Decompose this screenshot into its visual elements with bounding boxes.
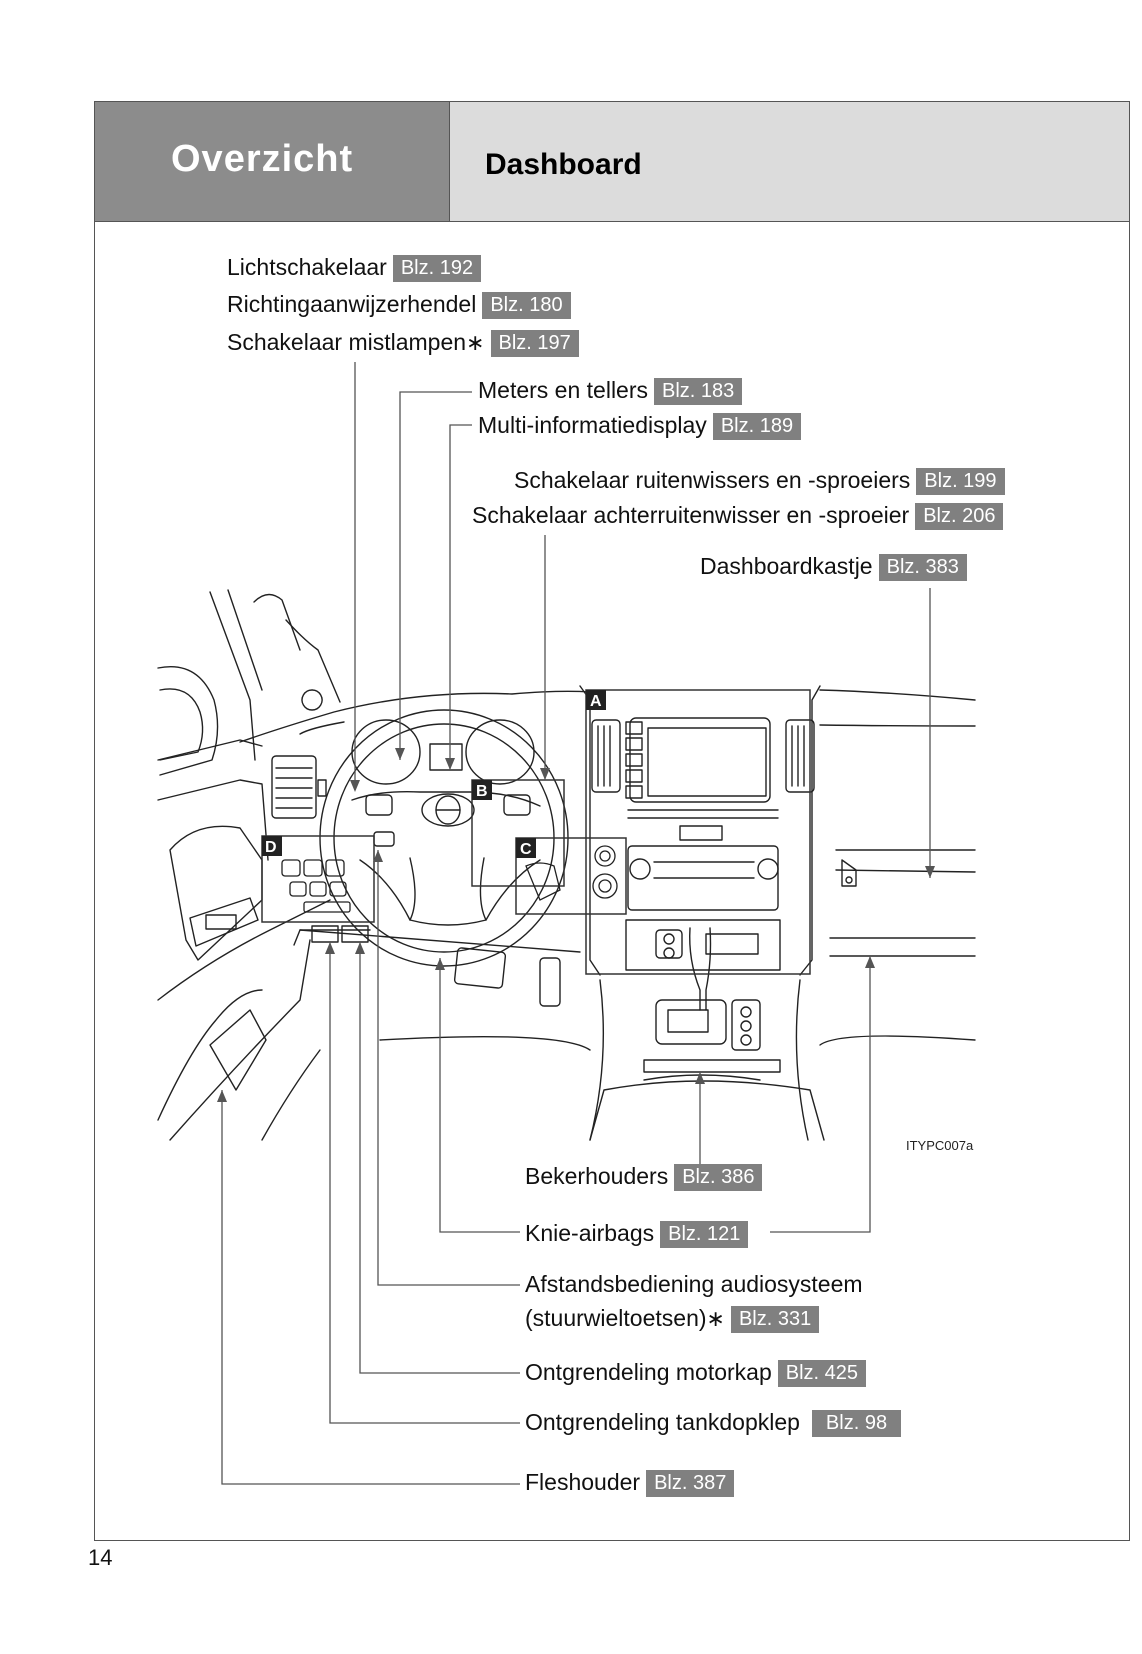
label-text: Ontgrendeling motorkap [525, 1359, 772, 1385]
label-text: Richtingaanwijzerhendel [227, 291, 477, 317]
page-ref[interactable]: Blz. 199 [916, 468, 1005, 495]
label-text: Schakelaar mistlampen [227, 329, 467, 355]
label-text: Dashboardkastje [700, 553, 873, 579]
label-text: Lichtschakelaar [227, 254, 387, 280]
section-title: Overzicht [171, 138, 354, 180]
label-achterruitenwisser: Schakelaar achterruitenwisser en -sproei… [472, 501, 1004, 530]
asterisk-mark: ∗ [466, 330, 485, 355]
page-ref[interactable]: Blz. 183 [654, 378, 743, 405]
page-ref[interactable]: Blz. 192 [392, 255, 482, 282]
page-ref[interactable]: Blz. 121 [660, 1221, 749, 1248]
page-ref[interactable]: Blz. 386 [674, 1164, 763, 1191]
page-ref[interactable]: Blz. 206 [915, 503, 1004, 530]
page-ref[interactable]: Blz. 331 [730, 1306, 820, 1333]
page-number: 14 [88, 1545, 113, 1570]
label-text: (stuurwieltoetsen) [525, 1305, 707, 1331]
image-code: ITYPC007a [906, 1138, 974, 1153]
page-ref[interactable]: Blz. 425 [777, 1360, 867, 1387]
label-text: Schakelaar achterruitenwisser en -sproei… [472, 502, 910, 528]
page-title: Dashboard [485, 148, 642, 181]
section-header: Overzicht [94, 101, 450, 222]
page-ref[interactable]: Blz. 189 [712, 413, 802, 440]
label-text: Fleshouder [525, 1469, 641, 1495]
label-text: Ontgrendeling tankdopklep [525, 1409, 800, 1435]
page-header: Dashboard [450, 101, 1130, 222]
marker-d: D [265, 839, 277, 856]
label-text: Meters en tellers [478, 377, 649, 403]
page-ref[interactable]: Blz. 387 [646, 1470, 735, 1497]
label-tankdopklep: Ontgrendeling tankdopklep Blz. 98 [525, 1408, 902, 1437]
label-stuurwieltoetsen: (stuurwieltoetsen)∗Blz. 331 [525, 1304, 820, 1333]
asterisk-mark: ∗ [706, 1306, 725, 1331]
marker-a: A [590, 693, 602, 710]
label-text: Schakelaar ruitenwissers en -sproeiers [514, 467, 911, 493]
page-ref[interactable]: Blz. 383 [878, 554, 967, 581]
label-text: Afstandsbediening audiosysteem [525, 1271, 863, 1297]
page-ref[interactable]: Blz. 180 [482, 292, 571, 319]
label-mistlampen: Schakelaar mistlampen∗Blz. 197 [227, 328, 579, 357]
label-text: Knie-airbags [525, 1220, 655, 1246]
label-text: Bekerhouders [525, 1163, 669, 1189]
label-text: Multi-informatiedisplay [478, 412, 707, 438]
marker-b: B [476, 783, 488, 800]
label-audiosysteem: Afstandsbediening audiosysteem [525, 1270, 863, 1298]
page-ref[interactable]: Blz. 98 [811, 1410, 902, 1437]
marker-c: C [520, 841, 532, 858]
page-ref[interactable]: Blz. 197 [490, 330, 579, 357]
